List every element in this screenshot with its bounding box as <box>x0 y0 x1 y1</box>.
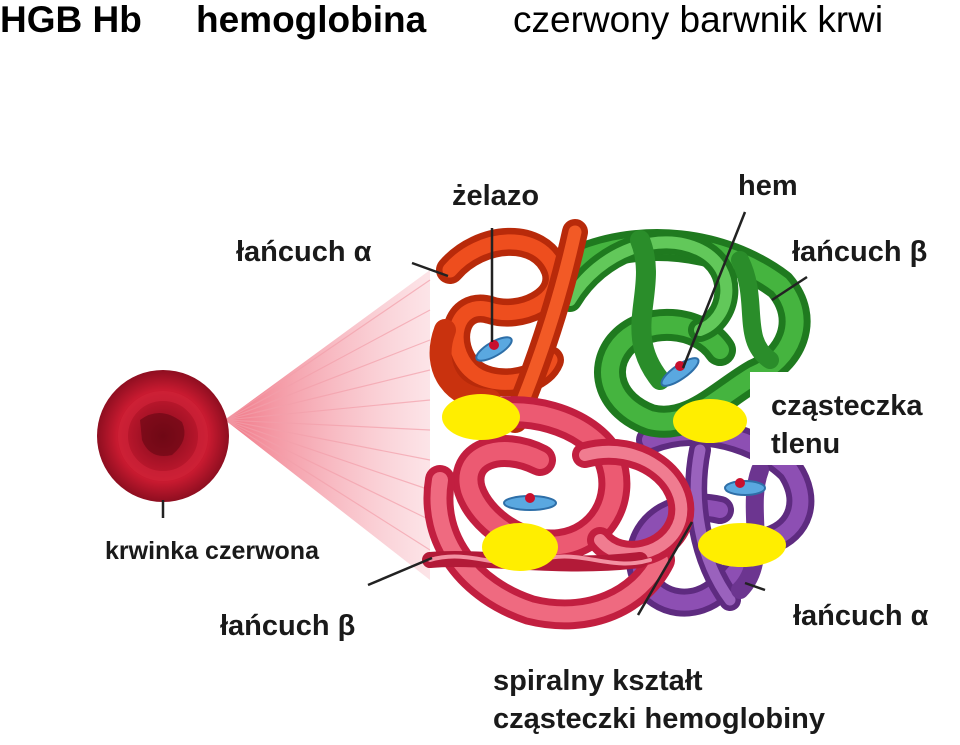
label-beta-chain-bottom: łańcuch β <box>220 610 356 642</box>
oxygen-molecule-1 <box>442 394 520 440</box>
leader-beta-top <box>771 275 808 302</box>
label-iron: żelazo <box>452 180 540 212</box>
leader-shape <box>636 521 694 616</box>
label-shape-line1: spiralny kształt <box>493 665 703 697</box>
heme-group-1 <box>475 336 513 362</box>
leader-beta-bottom <box>367 556 433 587</box>
label-oxygen-line2: tlenu <box>771 428 841 460</box>
leader-heme <box>681 211 747 369</box>
red-blood-cell <box>97 370 229 502</box>
leader-lines <box>161 211 808 616</box>
heme-group-4 <box>724 478 766 496</box>
label-alpha-chain-bottom: łańcuch α <box>793 600 929 632</box>
label-beta-chain-top: łańcuch β <box>792 236 928 268</box>
title-name: hemoglobina <box>196 0 427 40</box>
heme-group-3 <box>503 493 557 511</box>
label-shape-line2: cząsteczki hemoglobiny <box>493 703 825 735</box>
label-oxygen-line1: cząsteczka <box>771 390 923 422</box>
title-description: czerwony barwnik krwi <box>513 0 884 40</box>
label-red-blood-cell: krwinka czerwona <box>105 537 319 565</box>
oxygen-label-box <box>750 372 960 465</box>
beta-chain-pink <box>422 396 695 630</box>
oxygen-molecule-4 <box>698 523 786 567</box>
title-abbreviation: HGB Hb <box>0 0 142 40</box>
oxygen-molecule-3 <box>482 523 558 571</box>
heme-group-2 <box>660 357 700 387</box>
leader-alpha-bottom <box>744 581 766 592</box>
oxygen-molecule-2 <box>673 399 747 443</box>
magnification-cone <box>224 270 431 580</box>
leader-alpha-top <box>411 261 449 278</box>
label-heme: hem <box>738 170 798 202</box>
label-alpha-chain-top: łańcuch α <box>236 236 372 268</box>
alpha-chain-orange <box>429 219 588 433</box>
beta-chain-green <box>558 229 811 438</box>
page-title: HGB Hb hemoglobina czerwony barwnik krwi <box>0 0 960 44</box>
